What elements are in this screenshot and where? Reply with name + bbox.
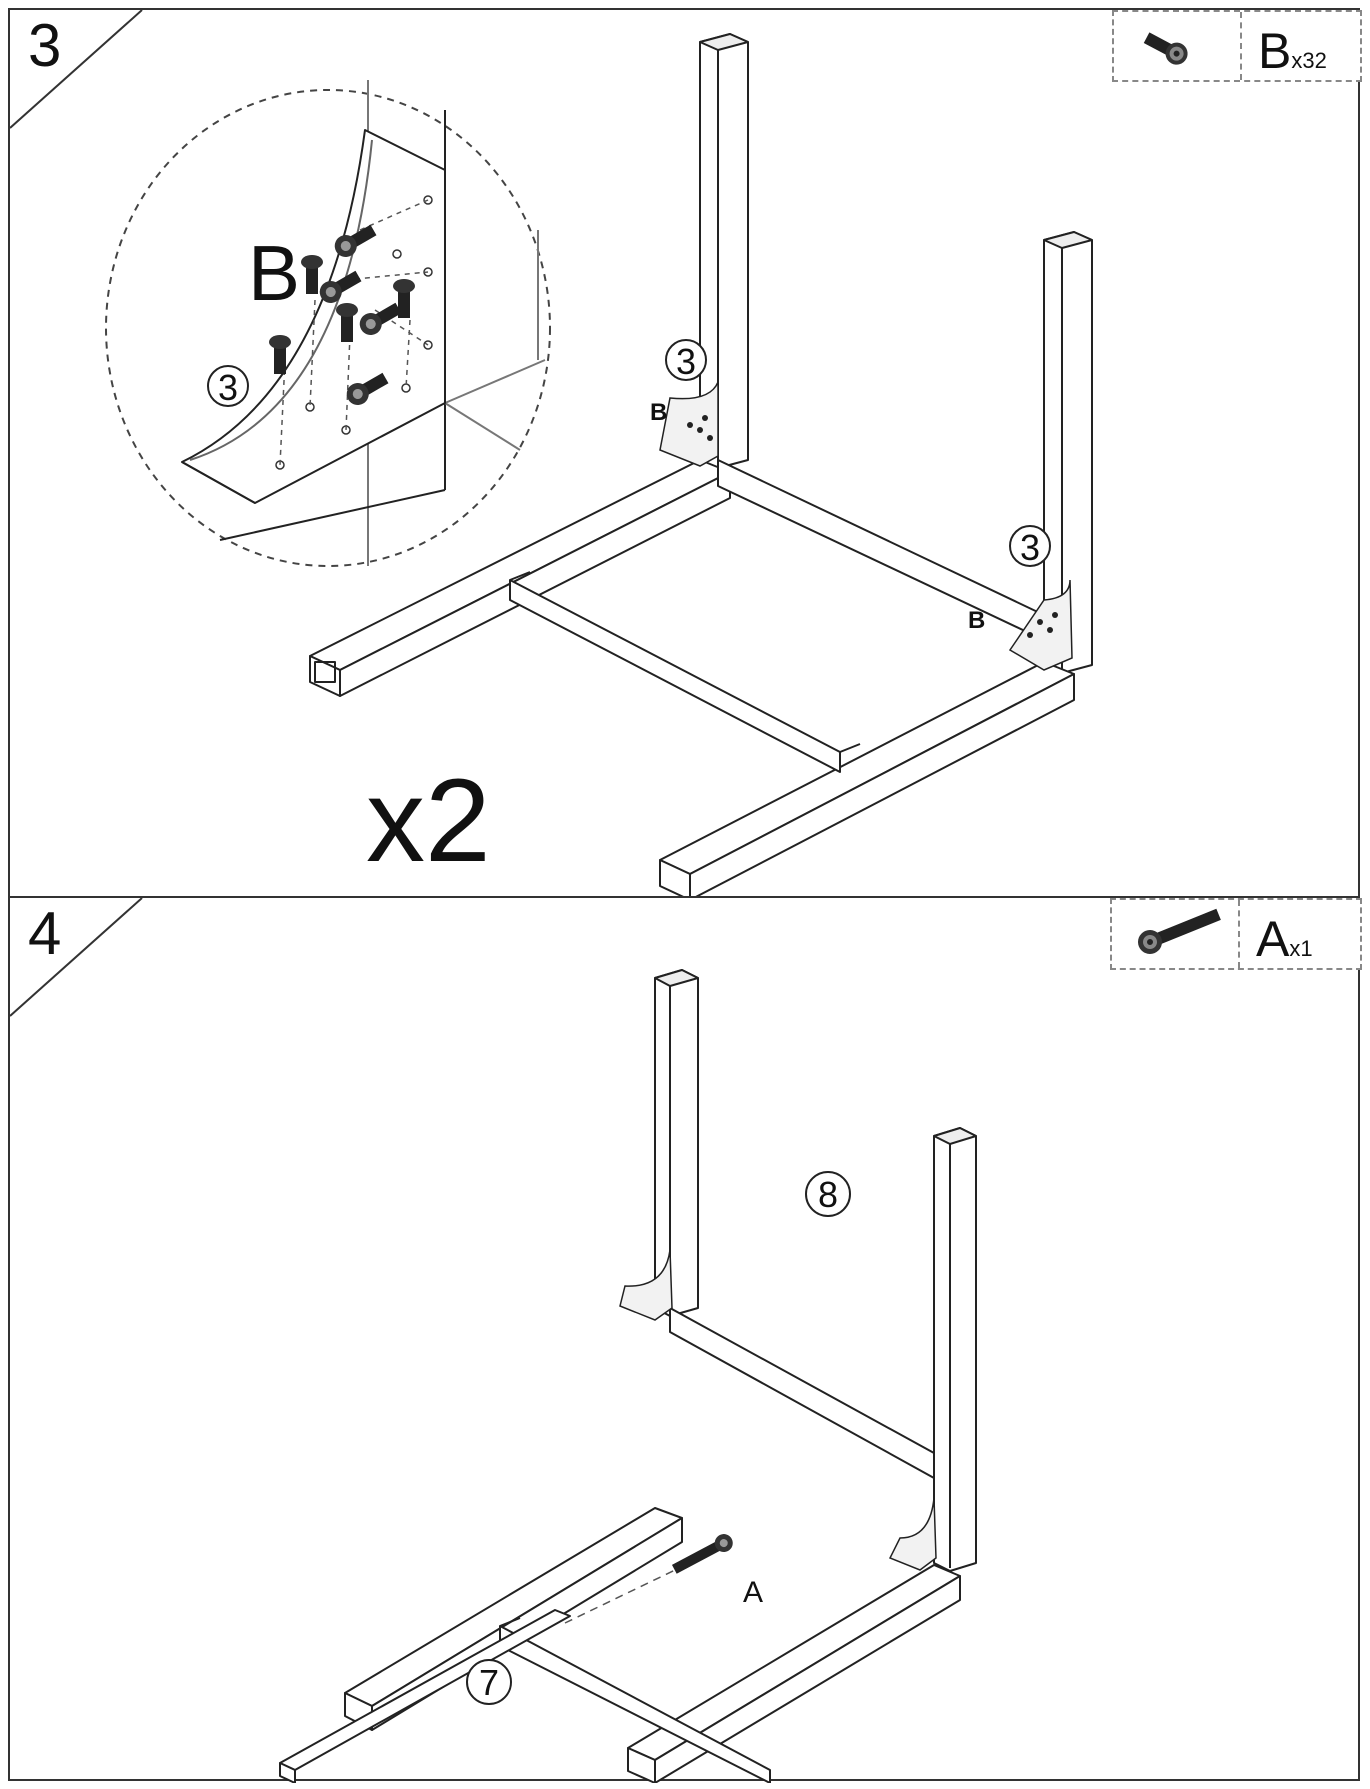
detail-part-callout xyxy=(207,365,249,407)
hardware-label: Bx32 xyxy=(1258,26,1327,76)
hardware-quantity: x1 xyxy=(1289,936,1313,961)
step-4-illustration: A 8 7 xyxy=(279,969,977,1783)
bolt-label: A xyxy=(743,1576,763,1609)
step-4-panel: 4 Ax1 xyxy=(8,896,1362,1783)
step-number: 4 xyxy=(28,900,62,967)
frame-part-callout-left xyxy=(665,339,707,381)
long-bolt-icon xyxy=(1138,908,1221,954)
hardware-label: Ax1 xyxy=(1256,914,1313,964)
step-corner-divider xyxy=(10,10,143,129)
hardware-box: Bx32 xyxy=(1112,10,1362,82)
step-number: 3 xyxy=(28,12,62,79)
frame-bolt-label-left: B xyxy=(650,399,667,426)
repeat-multiplier: x2 xyxy=(366,755,491,887)
rail-part-label: 7 xyxy=(479,1662,499,1703)
frame-part-callout-right xyxy=(1009,525,1051,567)
detail-zoom-circle xyxy=(105,89,551,567)
frame-part-label-left: 3 xyxy=(676,341,696,382)
rail-part-callout xyxy=(466,1659,512,1705)
hardware-box: Ax1 xyxy=(1110,898,1362,970)
hardware-quantity: x32 xyxy=(1291,48,1327,73)
short-bolt-icon xyxy=(1143,32,1188,65)
step-corner-divider xyxy=(10,898,143,1017)
step-3-panel: 3 Bx32 xyxy=(8,8,1362,900)
frame-part-callout xyxy=(805,1171,851,1217)
detail-part-label: 3 xyxy=(218,367,238,408)
hardware-letter: B xyxy=(1258,23,1292,79)
detail-bolt-label: B xyxy=(248,229,300,317)
frame-bolt-label-right: B xyxy=(968,607,985,634)
hardware-letter: A xyxy=(1256,911,1290,967)
frame-part-label-right: 3 xyxy=(1020,527,1040,568)
frame-part-label: 8 xyxy=(818,1174,838,1215)
step-3-illustration: B 3 3 3 B B xyxy=(105,33,1093,900)
